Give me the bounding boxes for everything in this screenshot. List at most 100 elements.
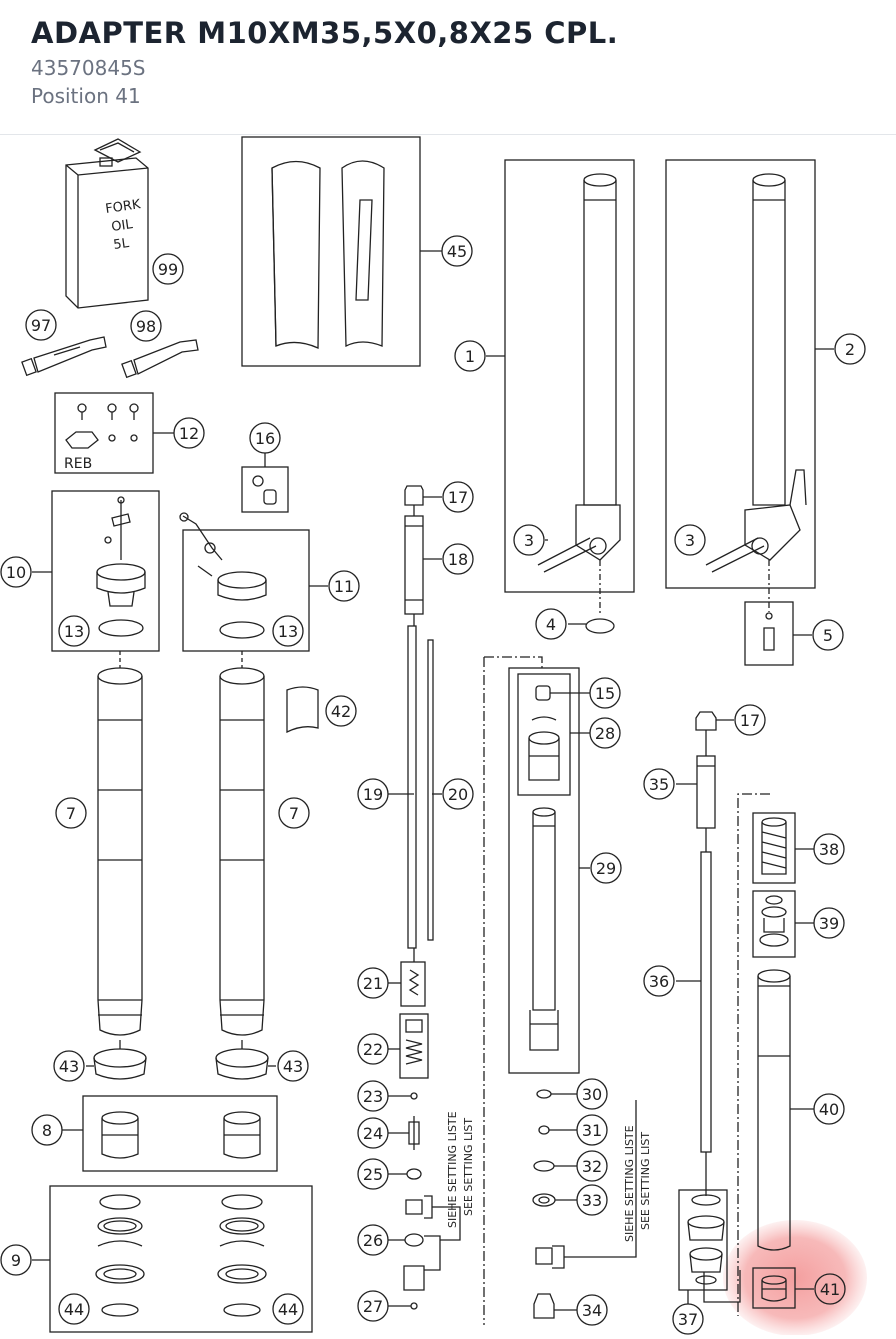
callout-28[interactable]: 28	[589, 717, 621, 749]
callout-38[interactable]: 38	[813, 833, 845, 865]
callout-5[interactable]: 5	[812, 619, 844, 651]
callout-22[interactable]: 22	[357, 1033, 389, 1065]
oil-can-label-2: OIL	[110, 217, 134, 235]
svg-text:21: 21	[363, 974, 383, 993]
svg-text:32: 32	[582, 1157, 602, 1176]
bushing-left-8	[101, 1111, 139, 1159]
rebound-adjuster-set	[65, 403, 139, 449]
svg-text:10: 10	[6, 563, 26, 582]
callout-17-right[interactable]: 17	[734, 704, 766, 736]
callout-18[interactable]: 18	[442, 543, 474, 575]
callout-30[interactable]: 30	[576, 1078, 608, 1110]
callout-43-left[interactable]: 43	[53, 1050, 85, 1082]
callout-34[interactable]: 34	[576, 1294, 608, 1326]
callout-43-right[interactable]: 43	[277, 1050, 309, 1082]
callout-41-highlighted[interactable]: 41	[814, 1273, 846, 1305]
callout-33[interactable]: 33	[576, 1184, 608, 1216]
svg-text:1: 1	[465, 347, 475, 366]
svg-text:43: 43	[283, 1057, 303, 1076]
svg-text:28: 28	[595, 724, 615, 743]
fork-cap-10	[96, 496, 146, 637]
callout-25[interactable]: 25	[357, 1158, 389, 1190]
base-valve-37	[687, 1194, 725, 1285]
svg-text:41: 41	[820, 1280, 840, 1299]
svg-text:37: 37	[678, 1310, 698, 1329]
callout-26[interactable]: 26	[357, 1224, 389, 1256]
setting-note-en-left: SEE SETTING LIST	[462, 1118, 475, 1216]
svg-text:38: 38	[819, 840, 839, 859]
callout-32[interactable]: 32	[576, 1150, 608, 1182]
seal-ring-4	[585, 618, 615, 634]
svg-text:34: 34	[582, 1301, 602, 1320]
callout-8[interactable]: 8	[31, 1114, 63, 1146]
svg-text:35: 35	[649, 775, 669, 794]
callout-45[interactable]: 45	[441, 235, 473, 267]
callout-20[interactable]: 20	[442, 778, 474, 810]
grease-tube-97	[21, 336, 107, 377]
callout-19[interactable]: 19	[357, 778, 389, 810]
callout-98[interactable]: 98	[130, 310, 162, 342]
callout-7-right[interactable]: 7	[278, 797, 310, 829]
callout-15[interactable]: 15	[589, 677, 621, 709]
svg-text:5: 5	[823, 626, 833, 645]
svg-text:36: 36	[649, 972, 669, 991]
fork-sleeve-right	[341, 160, 385, 348]
svg-text:43: 43	[59, 1057, 79, 1076]
callout-27[interactable]: 27	[357, 1290, 389, 1322]
callout-40[interactable]: 40	[813, 1093, 845, 1125]
oil-can-label-1: FORK	[104, 197, 141, 217]
callout-3-right[interactable]: 3	[674, 524, 706, 556]
callout-36[interactable]: 36	[643, 965, 675, 997]
callout-29[interactable]: 29	[590, 852, 622, 884]
callout-23[interactable]: 23	[357, 1080, 389, 1112]
svg-text:24: 24	[363, 1124, 383, 1143]
fork-oil-can	[65, 138, 149, 309]
svg-text:7: 7	[289, 804, 299, 823]
callout-1[interactable]: 1	[454, 340, 486, 372]
callout-37[interactable]: 37	[672, 1303, 704, 1335]
outer-tube-right	[219, 651, 265, 1036]
svg-text:3: 3	[524, 531, 534, 550]
callout-7-left[interactable]: 7	[55, 797, 87, 829]
callout-31[interactable]: 31	[576, 1114, 608, 1146]
callout-9[interactable]: 9	[0, 1244, 32, 1276]
callout-4[interactable]: 4	[535, 608, 567, 640]
callout-44-left[interactable]: 44	[58, 1293, 90, 1325]
callout-16[interactable]: 16	[249, 422, 281, 454]
svg-text:25: 25	[363, 1165, 383, 1184]
reb-label: REB	[64, 456, 92, 472]
callout-12[interactable]: 12	[173, 417, 205, 449]
callout-13-right[interactable]: 13	[272, 615, 304, 647]
svg-text:17: 17	[740, 711, 760, 730]
svg-text:3: 3	[685, 531, 695, 550]
callout-11[interactable]: 11	[328, 570, 360, 602]
svg-text:7: 7	[66, 804, 76, 823]
svg-text:8: 8	[42, 1121, 52, 1140]
callout-17-left[interactable]: 17	[442, 481, 474, 513]
guide-ring-right-43	[215, 1040, 269, 1080]
callout-24[interactable]: 24	[357, 1117, 389, 1149]
grease-tube-98	[121, 339, 199, 379]
svg-text:26: 26	[363, 1231, 383, 1250]
svg-text:9: 9	[11, 1251, 21, 1270]
callout-39[interactable]: 39	[813, 907, 845, 939]
exploded-parts-diagram: FORK OIL 5L	[0, 135, 896, 1336]
callout-13-left[interactable]: 13	[58, 615, 90, 647]
callout-2[interactable]: 2	[834, 333, 866, 365]
callout-21[interactable]: 21	[357, 967, 389, 999]
svg-text:42: 42	[331, 702, 351, 721]
callout-42[interactable]: 42	[325, 695, 357, 727]
callout-44-right[interactable]: 44	[272, 1293, 304, 1325]
callout-3-left[interactable]: 3	[513, 524, 545, 556]
svg-text:29: 29	[596, 859, 616, 878]
bushing-right-8	[223, 1111, 261, 1159]
svg-text:98: 98	[136, 317, 156, 336]
svg-text:18: 18	[448, 550, 468, 569]
svg-text:45: 45	[447, 242, 467, 261]
callout-10[interactable]: 10	[0, 556, 32, 588]
svg-text:19: 19	[363, 785, 383, 804]
callout-35[interactable]: 35	[643, 768, 675, 800]
callout-99[interactable]: 99	[152, 253, 184, 285]
callout-97[interactable]: 97	[25, 309, 57, 341]
svg-text:17: 17	[448, 488, 468, 507]
